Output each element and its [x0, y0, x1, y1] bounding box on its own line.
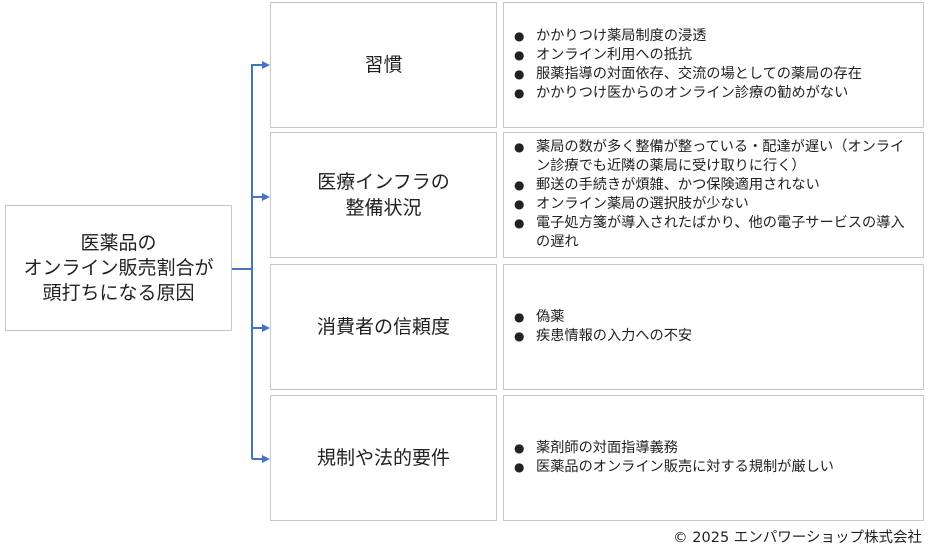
detail-regulation: 薬剤師の対面指導義務 医薬品のオンライン販売に対する規制が厳しい	[503, 395, 924, 521]
detail-item: 郵送の手続きが煩雑、かつ保険適用されない	[514, 176, 915, 195]
category-label: 消費者の信頼度	[316, 316, 450, 338]
connector-branch	[252, 458, 264, 460]
category-label: 習慣	[364, 54, 403, 76]
detail-item: 医薬品のオンライン販売に対する規制が厳しい	[514, 458, 834, 477]
arrow-head-icon	[262, 323, 270, 332]
detail-item: 薬局の数が多く整備が整っている・配達が遅い（オンライン診療でも近隣の薬局に受け取…	[514, 138, 915, 176]
category-infrastructure: 医療インフラの整備状況	[270, 132, 497, 258]
connector-branch	[252, 196, 264, 198]
arrow-head-icon	[262, 60, 270, 69]
detail-item: かかりつけ医からのオンライン診療の勧めがない	[514, 84, 862, 103]
detail-trust: 偽薬 疾患情報の入力への不安	[503, 264, 924, 390]
detail-item: オンライン薬局の選択肢が少ない	[514, 195, 915, 214]
connector-branch	[252, 64, 264, 66]
root-cause-box: 医薬品のオンライン販売割合が頭打ちになる原因	[5, 205, 232, 331]
category-label: 規制や法的要件	[316, 447, 450, 469]
detail-item: 薬剤師の対面指導義務	[514, 439, 834, 458]
connector-vertical	[251, 64, 253, 459]
connector-branch	[252, 327, 264, 329]
root-line: オンライン販売割合が	[23, 256, 214, 279]
category-label: 整備状況	[345, 197, 422, 219]
connector-horizontal	[232, 268, 252, 270]
category-label: 医療インフラの	[317, 171, 450, 193]
detail-habit: かかりつけ薬局制度の浸透 オンライン利用への抵抗 服薬指導の対面依存、交流の場と…	[503, 2, 924, 128]
detail-item: 疾患情報の入力への不安	[514, 327, 692, 346]
arrow-head-icon	[262, 192, 270, 201]
detail-item: オンライン利用への抵抗	[514, 46, 862, 65]
detail-item: かかりつけ薬局制度の浸透	[514, 27, 862, 46]
detail-item: 偽薬	[514, 308, 692, 327]
detail-item: 電子処方箋が導入されたばかり、他の電子サービスの導入の遅れ	[514, 214, 915, 252]
root-line: 医薬品の	[80, 231, 157, 254]
arrow-head-icon	[262, 454, 270, 463]
category-regulation: 規制や法的要件	[270, 395, 497, 521]
detail-infrastructure: 薬局の数が多く整備が整っている・配達が遅い（オンライン診療でも近隣の薬局に受け取…	[503, 132, 924, 258]
root-line: 頭打ちになる原因	[42, 281, 195, 304]
copyright: © 2025 エンパワーショップ株式会社	[673, 530, 922, 546]
category-trust: 消費者の信頼度	[270, 264, 497, 390]
detail-item: 服薬指導の対面依存、交流の場としての薬局の存在	[514, 65, 862, 84]
category-habit: 習慣	[270, 2, 497, 128]
